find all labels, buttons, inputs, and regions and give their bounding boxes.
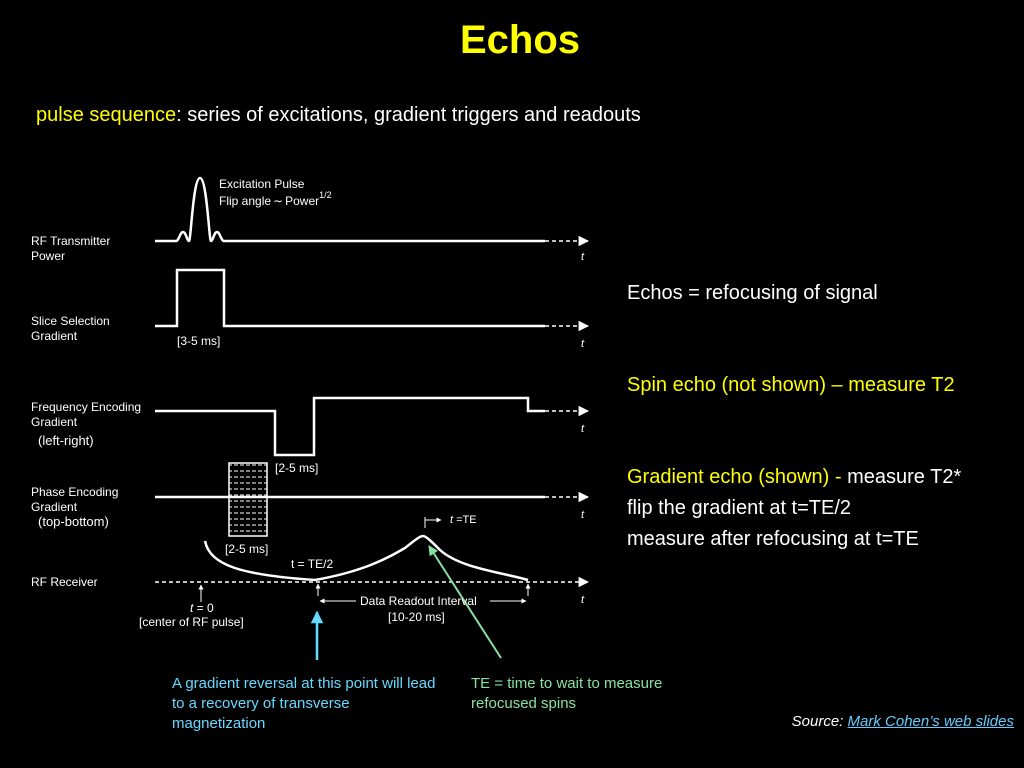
te-half-label: t = TE/2 (291, 557, 333, 571)
frequency-direction-label: (left-right) (38, 433, 94, 448)
slide-subtitle: pulse sequence: series of excitations, g… (36, 104, 641, 127)
source-prefix: Source: (791, 713, 848, 730)
t0-label: t = 0 (190, 601, 214, 615)
time-axis-label-4: t (581, 509, 585, 521)
phase-encoding-trace (155, 462, 590, 537)
te-peak-label: t =TE (450, 514, 477, 526)
te-definition-caption: TE = time to wait to measure refocused s… (471, 675, 663, 712)
phase-direction-label: (top-bottom) (38, 514, 109, 529)
note-gradient-echo-measure: measure T2* (847, 466, 962, 488)
note-gradient-echo: Gradient echo (shown) - measure T2* (627, 466, 961, 489)
te-pointer-arrow (428, 545, 502, 659)
slide-title: Echos (459, 18, 581, 62)
source-credit: Source: Mark Cohen’s web slides (792, 713, 1014, 730)
note-echos-refocusing: Echos = refocusing of signal (627, 282, 878, 304)
time-axis-label-1: t (581, 251, 585, 263)
rf-transmitter-trace (155, 176, 590, 247)
subtitle-term: pulse sequence (36, 104, 177, 126)
flip-angle-label: Flip angle∼Power1/2 (219, 190, 332, 208)
slice-interval-label: [3-5 ms] (177, 334, 220, 348)
excitation-pulse-label: Excitation Pulse (219, 177, 305, 191)
row-label-rf-receiver: RF Receiver (31, 575, 98, 589)
time-axis-label-5: t (581, 594, 585, 606)
rf-center-label: [center of RF pulse] (139, 615, 244, 629)
phase-interval-label: [2-5 ms] (225, 542, 268, 556)
note-gradient-echo-term: Gradient echo (shown) - (627, 466, 848, 488)
slice-selection-trace (155, 268, 590, 332)
source-link[interactable]: Mark Cohen’s web slides (847, 713, 1014, 730)
gradient-reversal-caption: A gradient reversal at this point will l… (172, 675, 436, 732)
time-axis-label-3: t (581, 423, 585, 435)
note-spin-echo: Spin echo (not shown) – measure T2 (627, 374, 955, 396)
time-axis-label-2: t (581, 338, 585, 350)
freq-interval-label: [2-5 ms] (275, 461, 318, 475)
frequency-encoding-trace (155, 396, 590, 457)
data-readout-label: Data Readout Interval (360, 594, 477, 608)
rf-receiver-trace (155, 534, 590, 588)
note-measure-after: measure after refocusing at t=TE (627, 528, 919, 550)
note-flip-gradient: flip the gradient at t=TE/2 (627, 497, 852, 519)
subtitle-rest: : series of excitations, gradient trigge… (176, 104, 641, 126)
readout-duration-label: [10-20 ms] (388, 610, 445, 624)
